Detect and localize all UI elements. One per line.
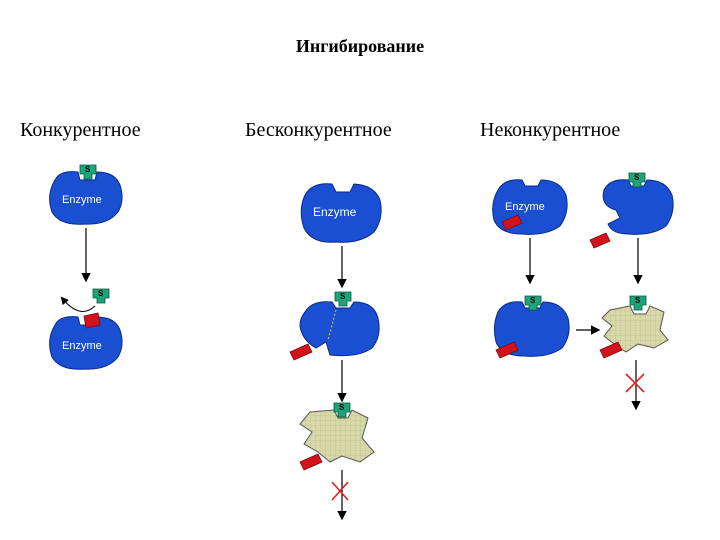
competitive-column: S Enzyme S Enzyme (49, 164, 123, 370)
enzyme-label: Enzyme (313, 205, 357, 219)
substrate: S (79, 164, 97, 180)
displacement-arrow (60, 296, 96, 312)
enzyme-label: Enzyme (62, 194, 102, 206)
substrate-label: S (530, 296, 536, 305)
inhibitor (599, 341, 623, 359)
inhibitor (83, 312, 101, 329)
enzyme-label: Enzyme (62, 340, 102, 352)
label-competitive: Конкурентное (20, 119, 141, 141)
substrate-label: S (98, 289, 104, 298)
block-mark (331, 481, 349, 501)
enzyme-blob (299, 301, 380, 357)
inactive-enzyme (299, 409, 375, 463)
enzyme-blob (49, 316, 123, 370)
inhibitor (589, 232, 611, 249)
substrate-label: S (634, 173, 640, 182)
substrate-label: S (339, 403, 345, 412)
enzyme-label: Enzyme (505, 201, 545, 213)
block-mark (625, 373, 645, 393)
substrate-label: S (635, 296, 641, 305)
substrate-label: S (85, 165, 91, 174)
noncompetitive-column: Enzyme S S S (492, 172, 674, 411)
binding-site-pointer (327, 309, 337, 341)
substrate: S (333, 402, 351, 418)
enzyme-blob (49, 171, 123, 225)
inhibitor (501, 214, 523, 231)
substrate: S (92, 288, 110, 304)
inhibitor (495, 341, 519, 359)
enzyme-blob (602, 179, 674, 235)
label-uncompetitive: Бесконкурентное (245, 119, 392, 141)
substrate-label: S (340, 292, 346, 301)
inhibitor (299, 453, 323, 471)
uncompetitive-column: Enzyme S S (289, 183, 382, 521)
substrate: S (628, 172, 646, 188)
enzyme-blob (300, 183, 382, 243)
substrate: S (629, 295, 647, 311)
substrate: S (334, 291, 352, 307)
inhibitor (289, 343, 313, 361)
label-noncompetitive: Неконкурентное (480, 119, 621, 141)
inactive-enzyme (601, 305, 669, 353)
page-title: Ингибирование (295, 36, 425, 56)
substrate: S (524, 295, 542, 311)
